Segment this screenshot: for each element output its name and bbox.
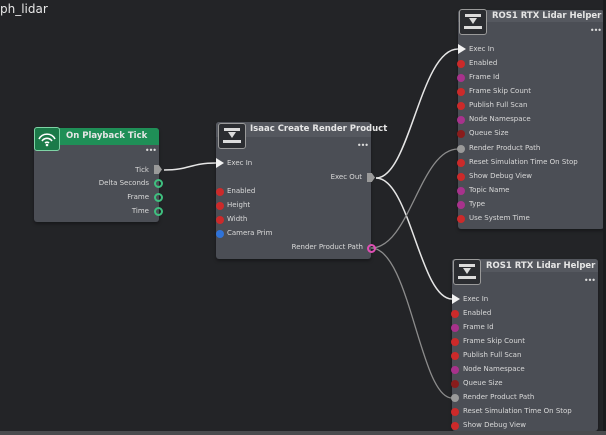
node-header[interactable]: ROS1 RTX Lidar Helper: [458, 10, 604, 22]
node-header[interactable]: On Playback Tick: [34, 128, 159, 145]
output-time-label: Time: [131, 207, 149, 215]
input-reset-sim-time-label: Reset Simulation Time On Stop: [463, 407, 572, 415]
input-exec-in-label: Exec In: [463, 295, 489, 303]
input-enabled-label: Enabled: [227, 187, 256, 195]
input-frame-skip-count-pin[interactable]: [451, 338, 459, 346]
wire-rpp-to-lidar-top: [370, 148, 459, 249]
output-tick-label: Tick: [135, 166, 149, 174]
output-time-pin[interactable]: [154, 207, 163, 216]
vertical-scrollbar[interactable]: [603, 0, 606, 435]
ros-lidar-icon: [459, 9, 487, 35]
input-camera-prim-pin[interactable]: [216, 230, 224, 238]
node-menu-button[interactable]: •••: [589, 26, 602, 35]
input-queue-size-label: Queue Size: [463, 379, 503, 387]
node-title: On Playback Tick: [66, 131, 148, 141]
output-frame-pin[interactable]: [154, 193, 163, 202]
output-render-product-path-pin[interactable]: [367, 244, 376, 253]
input-frame-id-label: Frame Id: [463, 323, 494, 331]
input-render-product-path-label: Render Product Path: [469, 144, 541, 152]
input-show-debug-view-label: Show Debug View: [469, 172, 532, 180]
input-exec-in-label: Exec In: [469, 45, 495, 53]
render-camera-icon: [218, 123, 246, 149]
wire-rpp-to-lidar-bottom: [370, 247, 453, 399]
input-frame-skip-count-label: Frame Skip Count: [463, 337, 525, 345]
input-enabled-pin[interactable]: [216, 188, 224, 196]
input-render-product-path-pin[interactable]: [451, 394, 459, 402]
ros-lidar-icon: [453, 259, 481, 285]
input-exec-in-pin[interactable]: [452, 294, 460, 304]
output-frame-label: Frame: [127, 193, 149, 201]
input-exec-in-pin[interactable]: [216, 158, 224, 168]
input-camera-prim-label: Camera Prim: [227, 229, 273, 237]
input-show-debug-view-label: Show Debug View: [463, 421, 526, 429]
node-menu-button[interactable]: •••: [144, 146, 157, 155]
input-enabled-label: Enabled: [469, 59, 498, 67]
input-publish-full-scan-label: Publish Full Scan: [469, 101, 528, 109]
input-reset-sim-time-pin[interactable]: [457, 159, 465, 167]
node-header[interactable]: ROS1 RTX Lidar Helper: [452, 259, 598, 272]
input-height-label: Height: [227, 201, 251, 209]
input-node-namespace-label: Node Namespace: [463, 365, 525, 373]
node-title: ROS1 RTX Lidar Helper: [486, 261, 596, 271]
input-queue-size-pin[interactable]: [457, 130, 465, 138]
wire-exec-out-to-lidar-bottom: [375, 177, 453, 300]
node-header[interactable]: Isaac Create Render Product: [216, 122, 387, 137]
input-type-label: Type: [469, 200, 486, 208]
node-ros1-rtx-lidar-helper-top[interactable]: ROS1 RTX Lidar Helper ••• Exec In Enable…: [457, 9, 604, 229]
input-enabled-pin[interactable]: [451, 310, 459, 318]
wire-exec-out-to-lidar-top: [375, 48, 459, 179]
node-menu-button[interactable]: •••: [583, 276, 596, 285]
input-node-namespace-pin[interactable]: [451, 366, 459, 374]
input-frame-id-pin[interactable]: [457, 74, 465, 82]
input-show-debug-view-pin[interactable]: [457, 173, 465, 181]
input-use-system-time-label: Use System Time: [469, 214, 530, 222]
node-on-playback-tick[interactable]: On Playback Tick ••• Tick Delta Seconds …: [34, 127, 163, 222]
input-topic-name-pin[interactable]: [457, 187, 465, 195]
input-frame-id-label: Frame Id: [469, 73, 500, 81]
input-width-pin[interactable]: [216, 216, 224, 224]
input-height-pin[interactable]: [216, 202, 224, 210]
input-type-pin[interactable]: [457, 201, 465, 209]
input-queue-size-label: Queue Size: [469, 129, 509, 137]
input-show-debug-view-pin[interactable]: [451, 422, 459, 430]
output-delta-seconds-label: Delta Seconds: [98, 179, 149, 187]
output-exec-out-pin[interactable]: [367, 173, 375, 182]
input-width-label: Width: [227, 215, 248, 223]
graph-title: ph_lidar: [0, 2, 48, 16]
node-isaac-create-render-product[interactable]: Isaac Create Render Product ••• Exec In …: [216, 122, 387, 259]
output-exec-out-label: Exec Out: [330, 173, 362, 181]
input-enabled-pin[interactable]: [457, 60, 465, 68]
input-publish-full-scan-label: Publish Full Scan: [463, 351, 522, 359]
output-delta-seconds-pin[interactable]: [154, 179, 163, 188]
node-menu-button[interactable]: •••: [356, 141, 369, 150]
output-render-product-path-label: Render Product Path: [291, 243, 363, 251]
horizontal-scrollbar[interactable]: [0, 431, 606, 435]
input-use-system-time-pin[interactable]: [457, 215, 465, 223]
input-enabled-label: Enabled: [463, 309, 492, 317]
input-node-namespace-pin[interactable]: [457, 116, 465, 124]
input-frame-id-pin[interactable]: [451, 324, 459, 332]
input-reset-sim-time-label: Reset Simulation Time On Stop: [469, 158, 578, 166]
wifi-signal-icon: [34, 127, 60, 151]
node-title: ROS1 RTX Lidar Helper: [492, 11, 602, 21]
input-queue-size-pin[interactable]: [451, 380, 459, 388]
input-publish-full-scan-pin[interactable]: [451, 352, 459, 360]
output-tick-pin[interactable]: [154, 165, 162, 174]
node-ros1-rtx-lidar-helper-bottom[interactable]: ROS1 RTX Lidar Helper ••• Exec In Enable…: [451, 259, 598, 431]
input-render-product-path-label: Render Product Path: [463, 393, 535, 401]
input-reset-sim-time-pin[interactable]: [451, 408, 459, 416]
input-frame-skip-count-label: Frame Skip Count: [469, 87, 531, 95]
input-node-namespace-label: Node Namespace: [469, 115, 531, 123]
node-title: Isaac Create Render Product: [250, 124, 388, 134]
input-exec-in-pin[interactable]: [458, 44, 466, 54]
input-frame-skip-count-pin[interactable]: [457, 88, 465, 96]
input-publish-full-scan-pin[interactable]: [457, 102, 465, 110]
wire-tick-to-exec-in: [163, 162, 217, 171]
input-topic-name-label: Topic Name: [469, 186, 510, 194]
input-exec-in-label: Exec In: [227, 159, 253, 167]
input-render-product-path-pin[interactable]: [457, 145, 465, 153]
